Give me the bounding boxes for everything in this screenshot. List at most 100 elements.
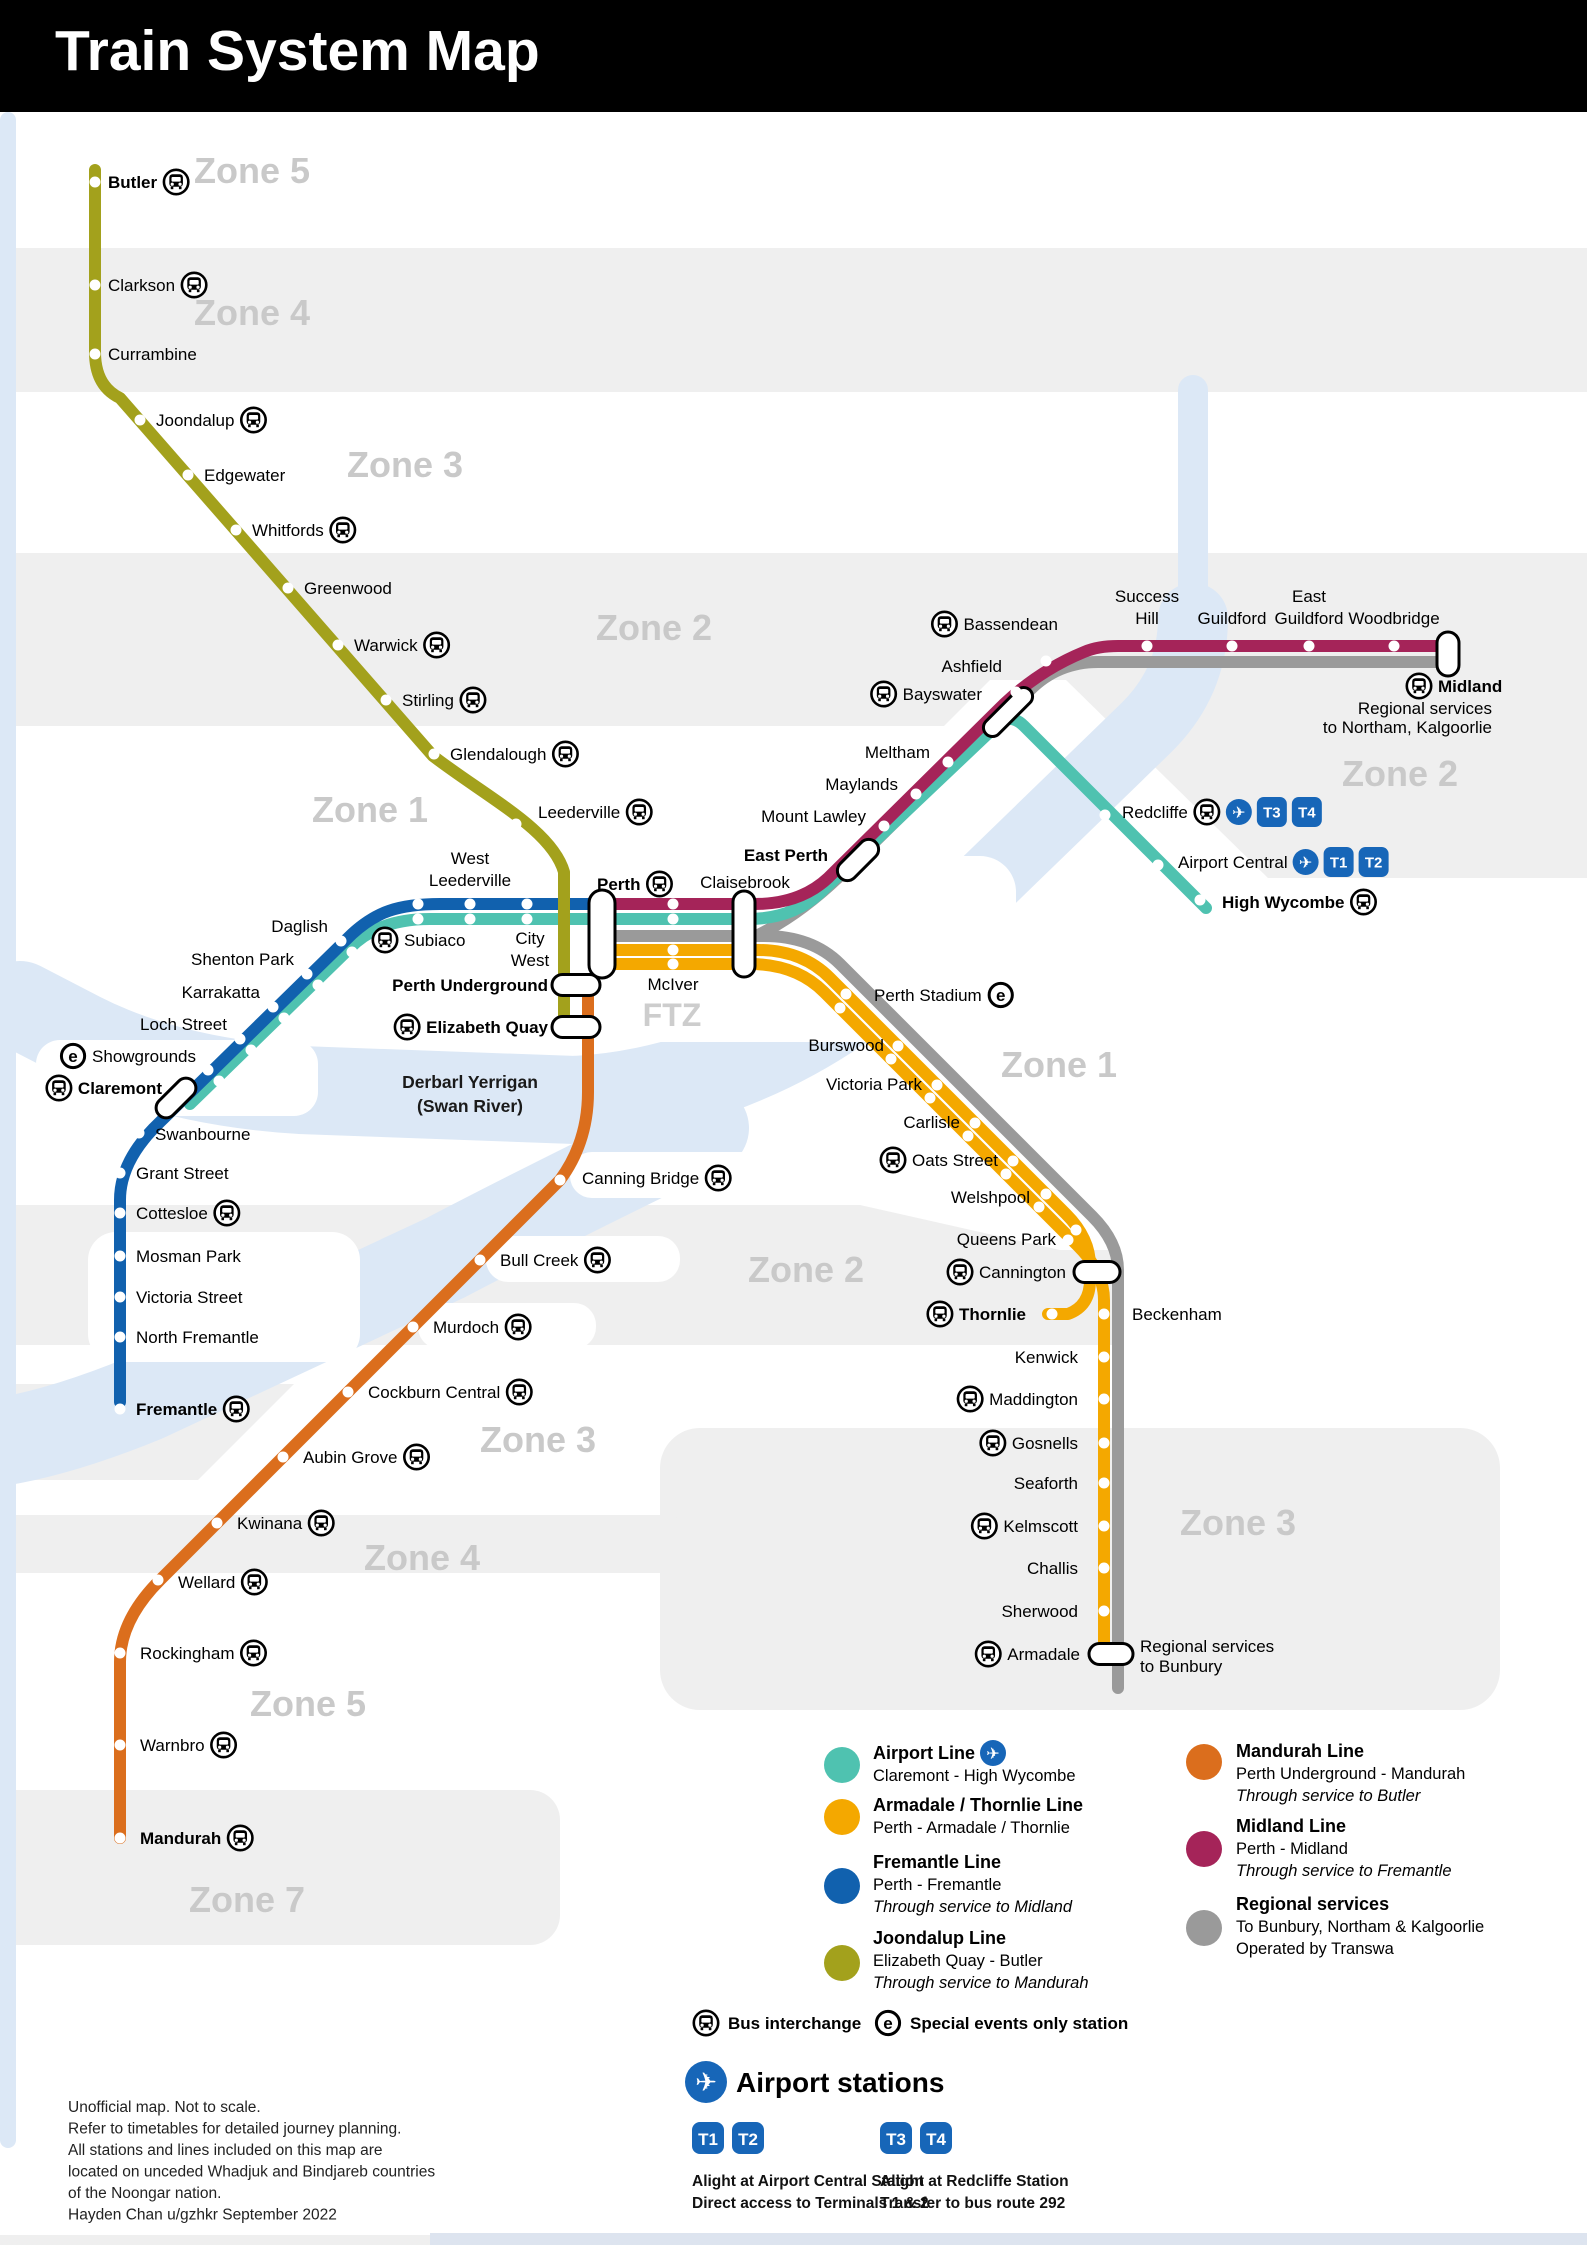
bus-interchange-icon xyxy=(551,740,579,768)
station-dot xyxy=(554,1174,566,1186)
station-label-daglish: Daglish xyxy=(271,917,328,936)
station-label-butler: Butler xyxy=(108,173,158,192)
station-dot xyxy=(1141,640,1153,652)
line-mandurah xyxy=(114,976,594,1844)
terminal-badge-text: T2 xyxy=(738,2130,758,2149)
station-dot xyxy=(152,1574,164,1586)
station-dot xyxy=(332,639,344,651)
station-dot xyxy=(1010,686,1022,698)
station-label-ashfield: Ashfield xyxy=(942,657,1002,676)
legend-name-joondalup-line: Joondalup Line xyxy=(873,1928,1006,1948)
station-label-claremont: Claremont xyxy=(78,1079,162,1098)
station-label-redcliffe: Redcliffe xyxy=(1122,803,1188,822)
station-label-guildford: Guildford xyxy=(1275,609,1344,628)
terminal-badge-T3: T3 xyxy=(1256,797,1287,827)
station-dot xyxy=(245,1044,257,1056)
station-label-queens-park: Queens Park xyxy=(957,1230,1057,1249)
page-title: Train System Map xyxy=(55,19,540,83)
interchange-pill-claisebrook xyxy=(731,889,757,979)
bus-interchange-icon xyxy=(505,1378,533,1406)
bus-interchange-icon xyxy=(329,516,357,544)
special-events-icon xyxy=(59,1042,87,1070)
terminal-badge-T1: T1 xyxy=(692,2122,724,2154)
label-pocket xyxy=(36,1040,318,1116)
terminal-badge-T4: T4 xyxy=(1291,797,1322,827)
terminal-badge-box xyxy=(692,2122,724,2154)
terminal-badge-text: T3 xyxy=(1263,805,1281,822)
station-dot xyxy=(1194,894,1206,906)
legend-name-airport-line: Airport Line xyxy=(873,1743,975,1763)
station-dot xyxy=(1098,1605,1110,1617)
zone-label: Zone 4 xyxy=(194,292,310,333)
station-dot xyxy=(114,1739,126,1751)
zone-label: Zone 3 xyxy=(1180,1502,1296,1543)
station-dot xyxy=(942,756,954,768)
bus-interchange-icon xyxy=(240,1568,268,1596)
terminal-badge-text: T2 xyxy=(1365,855,1383,872)
station-label-to-northam-kalgoorlie: to Northam, Kalgoorlie xyxy=(1323,718,1492,737)
station-label-airport-central: Airport Central xyxy=(1178,853,1288,872)
legend-dot-regional-services xyxy=(1186,1910,1222,1946)
terminal-badge-box xyxy=(880,2122,912,2154)
zone-band xyxy=(660,1428,1500,1710)
station-label-gosnells: Gosnells xyxy=(1012,1434,1078,1453)
station-dot xyxy=(267,1001,279,1013)
station-dot xyxy=(885,1053,897,1065)
airport-icon-circle xyxy=(1292,849,1319,875)
footnote-line: All stations and lines included on this … xyxy=(68,2142,383,2159)
station-label-perth: Perth xyxy=(597,875,640,894)
header-bar xyxy=(0,0,1587,112)
terminal-badge-text: T1 xyxy=(698,2130,718,2149)
station-label-karrakatta: Karrakatta xyxy=(182,983,261,1002)
airport-note-line: Alight at Redcliffe Station xyxy=(880,2173,1069,2190)
terminal-badge-text: T1 xyxy=(1330,855,1348,872)
station-label-whitfords: Whitfords xyxy=(252,521,324,540)
bus-interchange-icon xyxy=(645,870,673,898)
zone-band xyxy=(0,1515,690,1573)
airport-stations-header: ✈Airport stations xyxy=(685,2061,944,2103)
legend-dot-airport-line xyxy=(824,1747,860,1783)
legend-name-mandurah-line: Mandurah Line xyxy=(1236,1741,1364,1761)
station-dot xyxy=(211,1517,223,1529)
river-label: (Swan River) xyxy=(417,1096,523,1116)
station-label-thornlie: Thornlie xyxy=(959,1305,1026,1324)
station-label-stirling: Stirling xyxy=(402,691,454,710)
legend-desc: Claremont - High Wycombe xyxy=(873,1767,1076,1785)
airport-icon: ✈ xyxy=(1292,849,1319,875)
station-label-maddington: Maddington xyxy=(989,1390,1078,1409)
bus-interchange-icon xyxy=(870,680,898,708)
legend-desc: Through service to Fremantle xyxy=(1236,1862,1452,1880)
station-label-kelmscott: Kelmscott xyxy=(1003,1517,1078,1536)
bus-interchange-icon xyxy=(213,1199,241,1227)
station-label-challis: Challis xyxy=(1027,1559,1078,1578)
station-dot xyxy=(667,944,679,956)
station-dot xyxy=(510,818,522,830)
station-dot xyxy=(282,582,294,594)
station-dot xyxy=(878,820,890,832)
station-label-showgrounds: Showgrounds xyxy=(92,1047,196,1066)
station-label-loch-street: Loch Street xyxy=(140,1015,227,1034)
airport-icon-circle xyxy=(980,1740,1006,1766)
zone-band xyxy=(0,1790,560,1945)
bus-interchange-icon xyxy=(625,798,653,826)
bus-interchange-icon xyxy=(926,1300,954,1328)
legend-desc: Perth - Midland xyxy=(1236,1840,1348,1858)
bus-interchange-icon xyxy=(879,1146,907,1174)
station-label-welshpool: Welshpool xyxy=(951,1188,1030,1207)
river-label: Derbarl Yerrigan xyxy=(402,1072,538,1092)
station-dot xyxy=(412,898,424,910)
station-label-greenwood: Greenwood xyxy=(304,579,392,598)
terminal-badge-T1: T1 xyxy=(1323,847,1354,877)
bus-interchange-icon xyxy=(162,168,190,196)
airport-stations-title: Airport stations xyxy=(736,2067,944,2098)
legend-special-events: Special events only station xyxy=(910,2014,1128,2033)
station-label-joondalup: Joondalup xyxy=(156,411,234,430)
station-dot xyxy=(428,748,440,760)
airport-icon: ✈ xyxy=(980,1740,1006,1766)
legend-name-regional-services: Regional services xyxy=(1236,1894,1389,1914)
station-dot xyxy=(1099,809,1111,821)
bus-interchange-icon xyxy=(704,1164,732,1192)
station-dot xyxy=(202,1064,214,1076)
